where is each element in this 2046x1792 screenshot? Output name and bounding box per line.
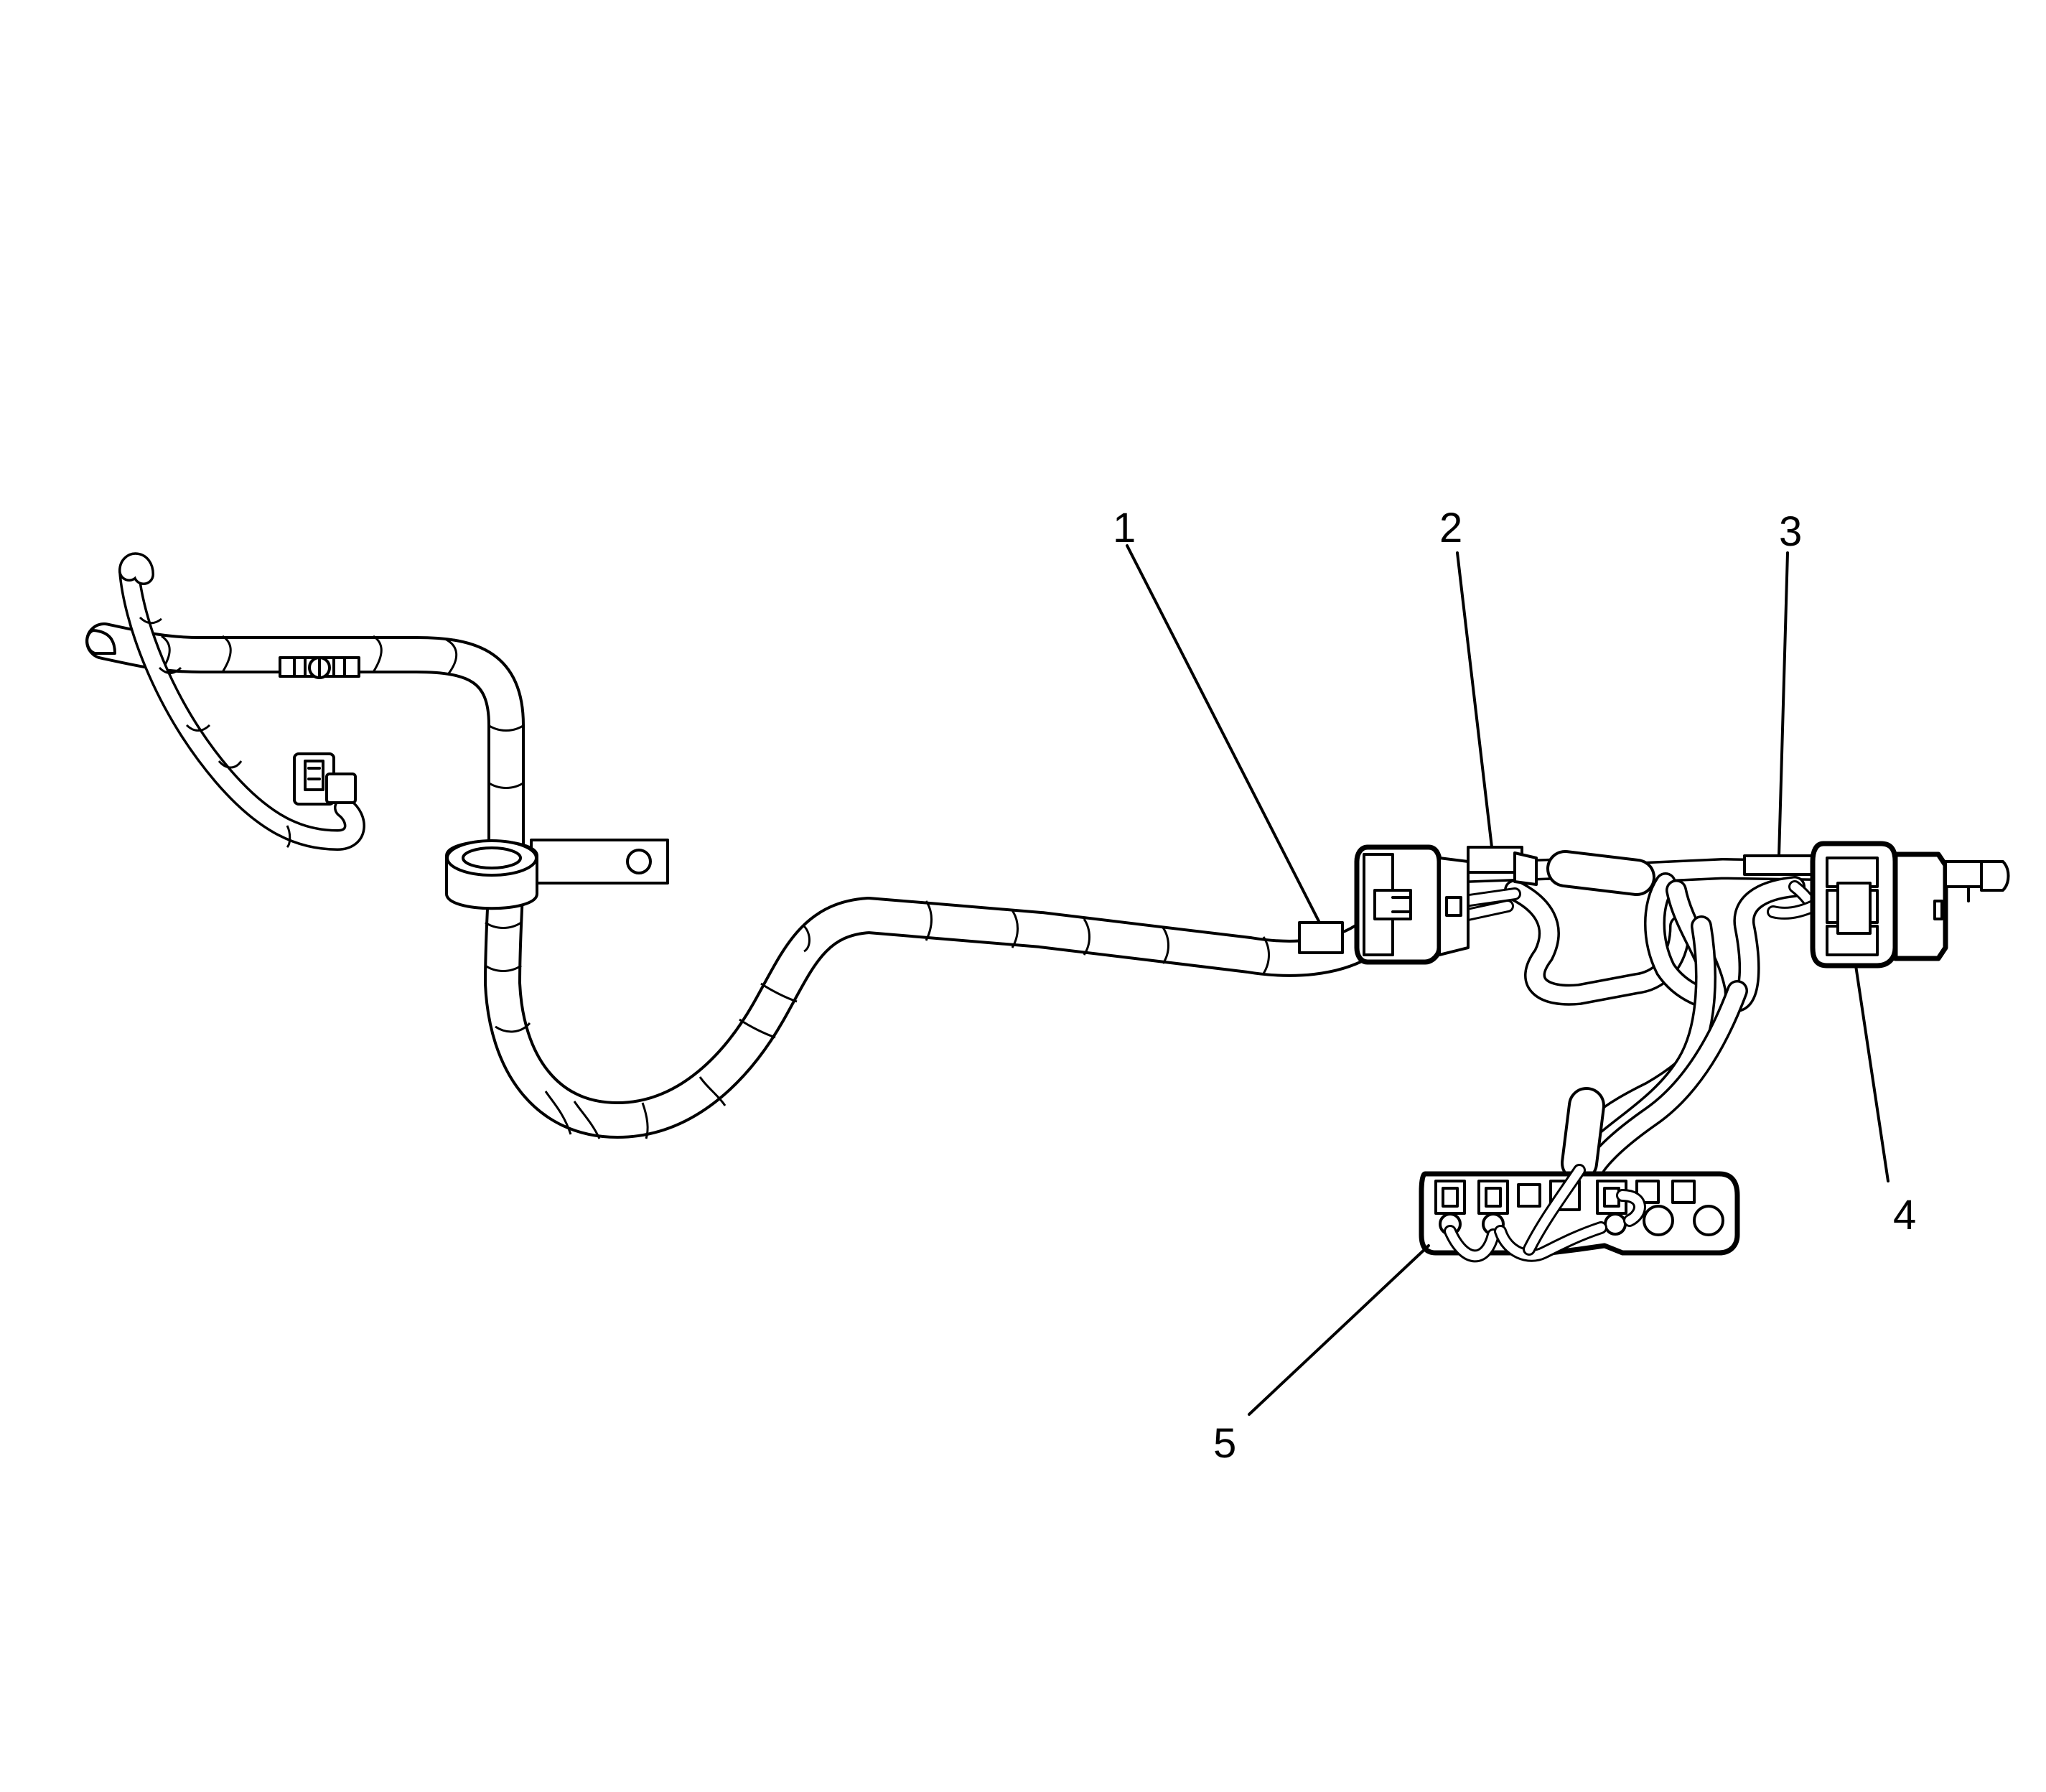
trunk-end-sleeve — [1298, 921, 1344, 954]
main-inline-connector — [1354, 844, 1470, 965]
left-harness-end-stubs — [85, 552, 154, 655]
callout-2: 2 — [1439, 505, 1462, 551]
callout-4: 4 — [1893, 1192, 1916, 1238]
callout-leaders — [1126, 544, 1889, 1416]
callout-5: 5 — [1213, 1420, 1236, 1467]
leader-line-2 — [1456, 551, 1493, 849]
left-small-connector — [293, 752, 357, 806]
right-connector — [1810, 841, 2010, 969]
main-harness-trunk — [85, 622, 1383, 1139]
callout-numbers: 1 2 3 4 5 — [1113, 505, 1916, 1467]
left-branch-harness — [118, 560, 365, 851]
grommet-and-bracket — [445, 839, 669, 910]
callout-1: 1 — [1113, 505, 1136, 551]
leader-line-4 — [1854, 964, 1889, 1182]
right-harness-wiring — [1454, 850, 2007, 1249]
harness-sleeve-3 — [1743, 854, 1814, 876]
leader-line-5 — [1248, 1244, 1430, 1416]
leader-line-3 — [1778, 551, 1789, 857]
callout-3: 3 — [1779, 508, 1802, 555]
leader-line-1 — [1126, 544, 1321, 924]
trunk-retainer-clip — [279, 656, 360, 679]
harness-sleeve-2 — [1467, 846, 1538, 886]
bottom-sensor-module — [1419, 1164, 1740, 1263]
